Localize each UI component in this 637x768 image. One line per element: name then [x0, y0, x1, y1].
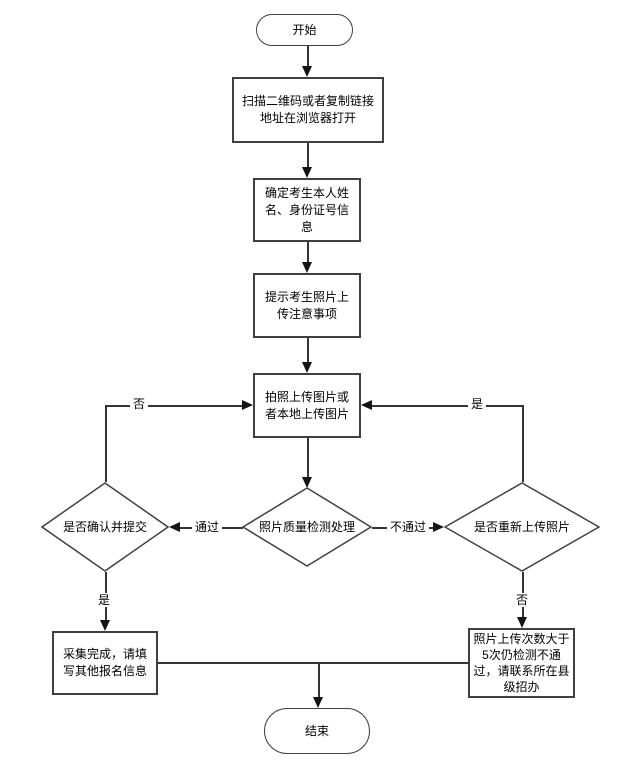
decision-quality-check: 照片质量检测处理: [242, 487, 372, 567]
decision-reupload-label: 是否重新上传照片: [473, 519, 570, 534]
edge-label-reupload-no: 否: [512, 593, 532, 607]
connector-identity-to-notice: [307, 242, 309, 264]
arrow-right-icon: [242, 400, 253, 410]
node-collection-complete: 采集完成，请填写其他报名信息: [52, 631, 158, 695]
arrow-left-icon: [169, 522, 180, 532]
node-confirm-identity: 确定考生本人姓名、身份证号信息: [253, 178, 361, 242]
decision-confirm-submit-label: 是否确认并提交: [62, 519, 147, 534]
arrow-down-icon: [302, 262, 312, 273]
connector-reupload-yes-horizontal: [371, 405, 522, 407]
edge-label-fail: 不通过: [386, 520, 430, 534]
connector-reupload-yes-vertical: [522, 405, 524, 482]
connector-submit-no-vertical: [105, 405, 107, 482]
edge-label-submit-no: 否: [129, 397, 149, 411]
node-upload-photo: 拍照上传图片或者本地上传图片: [253, 373, 361, 438]
connector-submit-no-horizontal: [105, 405, 243, 407]
arrow-right-icon: [433, 522, 444, 532]
edge-label-reupload-yes: 是: [467, 397, 487, 411]
arrow-down-icon: [302, 362, 312, 373]
node-end: 结束: [264, 708, 370, 754]
edge-label-submit-yes: 是: [94, 593, 114, 607]
arrow-down-icon: [517, 617, 527, 628]
node-scan-qr: 扫描二维码或者复制链接地址在浏览器打开: [232, 77, 384, 143]
arrow-down-icon: [100, 620, 110, 631]
connector-bottom-merge: [158, 662, 468, 664]
arrow-down-icon: [302, 66, 312, 77]
arrow-down-icon: [302, 477, 312, 488]
diamond-shape: [41, 482, 169, 572]
edge-label-pass: 通过: [191, 520, 223, 534]
arrow-left-icon: [361, 400, 372, 410]
connector-merge-to-end: [318, 662, 320, 699]
connector-scan-to-identity: [307, 143, 309, 169]
node-start: 开始: [256, 14, 353, 46]
connector-start-to-scan: [307, 46, 309, 68]
decision-confirm-submit: 是否确认并提交: [41, 482, 169, 572]
node-contact-admissions: 照片上传次数大于5次仍检测不通过，请联系所在县级招办: [468, 628, 575, 698]
diamond-shape: [444, 482, 600, 572]
node-upload-notice: 提示考生照片上传注意事项: [253, 273, 361, 338]
diamond-shape: [242, 487, 372, 567]
decision-quality-check-label: 照片质量检测处理: [258, 519, 355, 534]
connector-notice-to-upload: [307, 338, 309, 364]
arrow-down-icon: [313, 697, 323, 708]
connector-upload-to-quality: [307, 438, 309, 479]
arrow-down-icon: [302, 167, 312, 178]
decision-reupload: 是否重新上传照片: [444, 482, 600, 572]
